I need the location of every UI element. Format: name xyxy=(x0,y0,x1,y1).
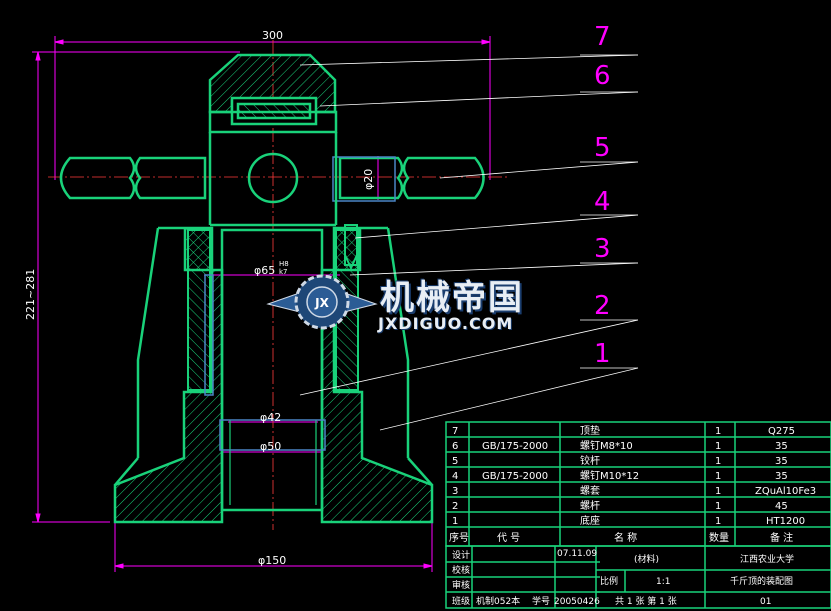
center-lines xyxy=(48,40,510,530)
svg-text:螺钉M10*12: 螺钉M10*12 xyxy=(580,470,639,482)
svg-text:35: 35 xyxy=(775,456,788,467)
svg-text:名 称: 名 称 xyxy=(614,531,637,544)
svg-text:5: 5 xyxy=(452,456,458,467)
svg-text:GB/175-2000: GB/175-2000 xyxy=(482,471,548,482)
svg-text:45: 45 xyxy=(775,501,788,512)
svg-text:千斤顶的装配图: 千斤顶的装配图 xyxy=(730,575,793,587)
top-pad xyxy=(208,53,337,126)
svg-text:螺钉M8*10: 螺钉M8*10 xyxy=(580,440,633,452)
dim-fit-bot: k7 xyxy=(279,268,288,276)
svg-text:1: 1 xyxy=(715,456,721,467)
svg-text:Q275: Q275 xyxy=(768,426,795,437)
dim-phi150: φ150 xyxy=(258,554,286,567)
svg-text:1: 1 xyxy=(715,486,721,497)
svg-text:HT1200: HT1200 xyxy=(766,516,805,527)
title-block-text: 设计 07.11.09 校核 审核 班级 机制052本 学号 20050426 … xyxy=(452,549,794,607)
balloon-1: 1 xyxy=(594,339,611,369)
svg-text:共 1 张 第 1 张: 共 1 张 第 1 张 xyxy=(615,595,677,607)
svg-text:设计: 设计 xyxy=(452,549,470,561)
leader-lines xyxy=(299,54,639,431)
dimension-texts: 300 221~281 φ20 φ65 H8 k7 φ42 φ50 φ150 xyxy=(24,29,375,567)
svg-text:江西农业大学: 江西农业大学 xyxy=(740,553,794,565)
svg-text:01: 01 xyxy=(760,597,771,607)
svg-text:20050426: 20050426 xyxy=(554,597,600,607)
title-block xyxy=(445,545,831,609)
balloon-5: 5 xyxy=(594,133,611,163)
svg-text:底座: 底座 xyxy=(580,514,600,527)
svg-text:审核: 审核 xyxy=(452,579,470,591)
balloon-7: 7 xyxy=(594,22,611,52)
svg-text:顶垫: 顶垫 xyxy=(580,424,600,437)
dimensions xyxy=(32,36,491,572)
svg-text:1: 1 xyxy=(715,471,721,482)
dim-fit-top: H8 xyxy=(279,260,289,268)
svg-text:4: 4 xyxy=(452,471,458,482)
svg-text:铰杆: 铰杆 xyxy=(580,454,600,467)
svg-text:校核: 校核 xyxy=(452,564,470,576)
balloon-numbers: 7 6 5 4 3 2 1 xyxy=(594,22,611,369)
balloon-3: 3 xyxy=(594,234,611,264)
svg-text:1: 1 xyxy=(452,516,458,527)
svg-text:(材料): (材料) xyxy=(634,553,659,565)
selection-highlights xyxy=(204,274,326,451)
dim-fit: φ65 xyxy=(254,264,275,277)
svg-text:1: 1 xyxy=(715,441,721,452)
svg-text:螺杆: 螺杆 xyxy=(580,500,600,512)
svg-text:序号: 序号 xyxy=(449,531,469,544)
svg-text:螺套: 螺套 xyxy=(580,484,600,497)
svg-text:GB/175-2000: GB/175-2000 xyxy=(482,441,548,452)
balloon-2: 2 xyxy=(594,291,611,321)
svg-text:1:1: 1:1 xyxy=(656,577,670,587)
svg-text:数量: 数量 xyxy=(709,531,729,544)
bom-table xyxy=(445,421,831,547)
bom-text: 7 顶垫 1 Q275 6 GB/175-2000 螺钉M8*10 1 35 5… xyxy=(449,424,816,544)
svg-text:JX: JX xyxy=(314,296,329,310)
base xyxy=(113,226,434,524)
svg-text:1: 1 xyxy=(715,501,721,512)
dim-phi20: φ20 xyxy=(362,169,375,190)
svg-text:2: 2 xyxy=(452,501,458,512)
dim-height: 221~281 xyxy=(24,269,37,320)
balloon-6: 6 xyxy=(594,61,611,91)
balloon-4: 4 xyxy=(594,187,611,217)
dim-phi42: φ42 xyxy=(260,411,281,424)
watermark-logo-icon: JX xyxy=(266,274,378,330)
svg-text:代 号: 代 号 xyxy=(497,532,520,544)
dim-width: 300 xyxy=(262,29,283,42)
svg-text:6: 6 xyxy=(452,441,458,452)
svg-text:3: 3 xyxy=(452,486,458,497)
svg-text:35: 35 xyxy=(775,471,788,482)
leader-underlines xyxy=(580,54,638,369)
svg-text:07.11.09: 07.11.09 xyxy=(557,549,597,559)
svg-text:7: 7 xyxy=(452,426,458,437)
svg-text:1: 1 xyxy=(715,426,721,437)
svg-text:35: 35 xyxy=(775,441,788,452)
svg-text:备 注: 备 注 xyxy=(770,531,793,544)
phi20-box xyxy=(332,156,396,202)
dim-phi50: φ50 xyxy=(260,440,281,453)
svg-text:比例: 比例 xyxy=(600,575,618,587)
set-screw xyxy=(344,224,358,271)
tommy-bar xyxy=(59,152,485,204)
svg-text:学号: 学号 xyxy=(532,595,550,607)
svg-text:ZQuAl10Fe3: ZQuAl10Fe3 xyxy=(755,486,816,497)
svg-text:班级: 班级 xyxy=(452,595,470,607)
svg-text:机制052本: 机制052本 xyxy=(476,595,520,607)
svg-text:1: 1 xyxy=(715,516,721,527)
